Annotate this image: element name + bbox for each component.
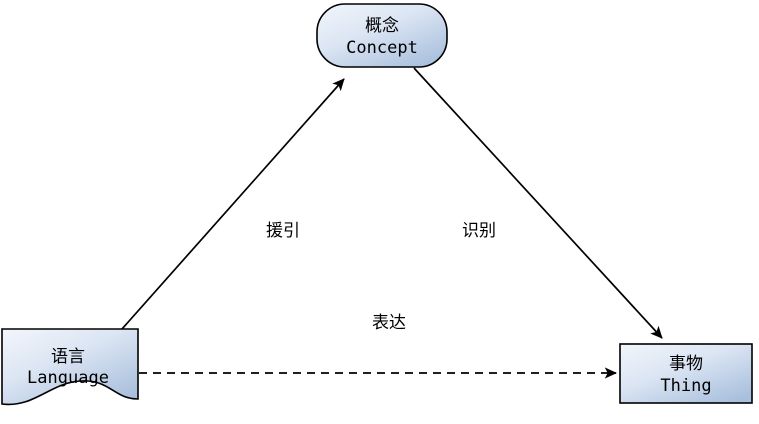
edge-language-to-concept: 援引: [121, 78, 345, 330]
node-language-shape[interactable]: [1, 328, 139, 406]
edge-label-express: 表达: [372, 313, 406, 333]
edge-concept-to-thing: 识别: [413, 67, 663, 339]
edge-label-cite: 援引: [266, 221, 300, 241]
node-thing-shape[interactable]: [619, 343, 753, 404]
node-language-label-cn: 语言: [51, 347, 85, 367]
edge-language-to-thing: 表达: [139, 313, 617, 379]
edge-line-cite: [121, 78, 345, 330]
node-concept-shape[interactable]: [316, 3, 448, 68]
node-thing-label-cn: 事物: [669, 354, 703, 374]
edge-line-identify: [413, 67, 663, 339]
node-concept-label-en: Concept: [346, 38, 418, 58]
node-language[interactable]: 语言 Language: [1, 328, 139, 406]
node-thing-label-en: Thing: [660, 376, 711, 396]
edge-label-identify: 识别: [462, 221, 496, 241]
node-concept-label-cn: 概念: [365, 15, 399, 36]
node-concept[interactable]: 概念 Concept: [316, 3, 448, 68]
node-language-label-en: Language: [27, 368, 109, 388]
node-thing[interactable]: 事物 Thing: [619, 343, 753, 404]
